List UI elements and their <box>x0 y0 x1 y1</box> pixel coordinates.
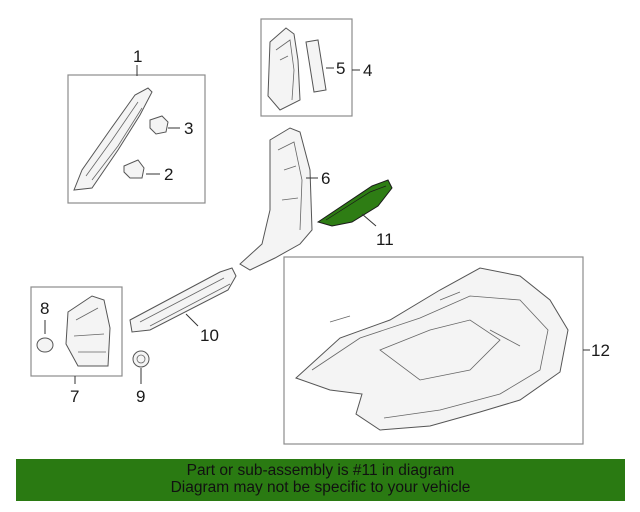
info-banner: Part or sub-assembly is #11 in diagram D… <box>16 459 625 501</box>
group-7-box <box>30 286 123 384</box>
clip-part-8[interactable] <box>36 337 54 353</box>
banner-line-2: Diagram may not be specific to your vehi… <box>170 479 471 496</box>
group-1-box <box>67 65 206 204</box>
part-11-highlighted[interactable] <box>316 179 393 227</box>
bracket-part-2[interactable] <box>123 159 145 179</box>
group-12-box <box>283 256 590 445</box>
callout-10: 10 <box>200 326 219 345</box>
strip-part-5[interactable] <box>305 39 327 93</box>
part-9-grommet[interactable] <box>132 350 150 384</box>
callout-2: 2 <box>164 165 173 184</box>
floor-carpet-part-12[interactable] <box>295 267 569 431</box>
clip-part-3[interactable] <box>149 115 169 135</box>
kick-panel-part-7[interactable] <box>65 295 111 367</box>
callout-3: 3 <box>184 119 193 138</box>
callout-6: 6 <box>321 169 330 188</box>
callout-9: 9 <box>136 387 145 406</box>
callout-12: 12 <box>591 341 610 360</box>
banner-line-1: Part or sub-assembly is #11 in diagram <box>186 462 455 479</box>
parts-diagram: 1 3 2 5 4 6 11 10 8 7 9 12 <box>30 18 610 445</box>
callout-8: 8 <box>40 299 49 318</box>
callout-4: 4 <box>363 61 372 80</box>
upper-pillar-trim[interactable] <box>267 27 301 111</box>
callout-11: 11 <box>376 230 394 249</box>
callout-5: 5 <box>336 59 345 78</box>
part-10-sill-trim[interactable] <box>129 267 237 333</box>
callout-1: 1 <box>133 47 142 66</box>
group-4-box <box>260 18 360 117</box>
part-6-center-pillar[interactable] <box>239 127 318 271</box>
callout-7: 7 <box>70 387 79 406</box>
